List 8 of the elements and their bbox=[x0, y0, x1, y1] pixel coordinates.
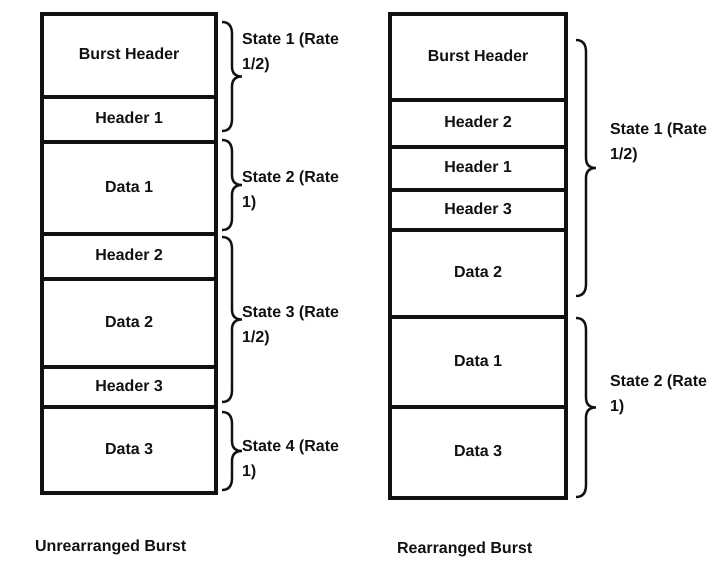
state-label: State 3 (Rate 1/2) bbox=[242, 303, 340, 348]
burst-caption: Rearranged Burst bbox=[397, 539, 534, 559]
state-label: State 2 (Rate 1) bbox=[610, 372, 708, 417]
burst-caption: Unrearranged Burst bbox=[35, 537, 188, 557]
state-label: State 1 (Rate 1/2) bbox=[610, 120, 708, 165]
state-label: State 2 (Rate 1) bbox=[242, 168, 340, 213]
state-label: State 4 (Rate 1) bbox=[242, 437, 340, 482]
state-label: State 1 (Rate 1/2) bbox=[242, 30, 340, 75]
